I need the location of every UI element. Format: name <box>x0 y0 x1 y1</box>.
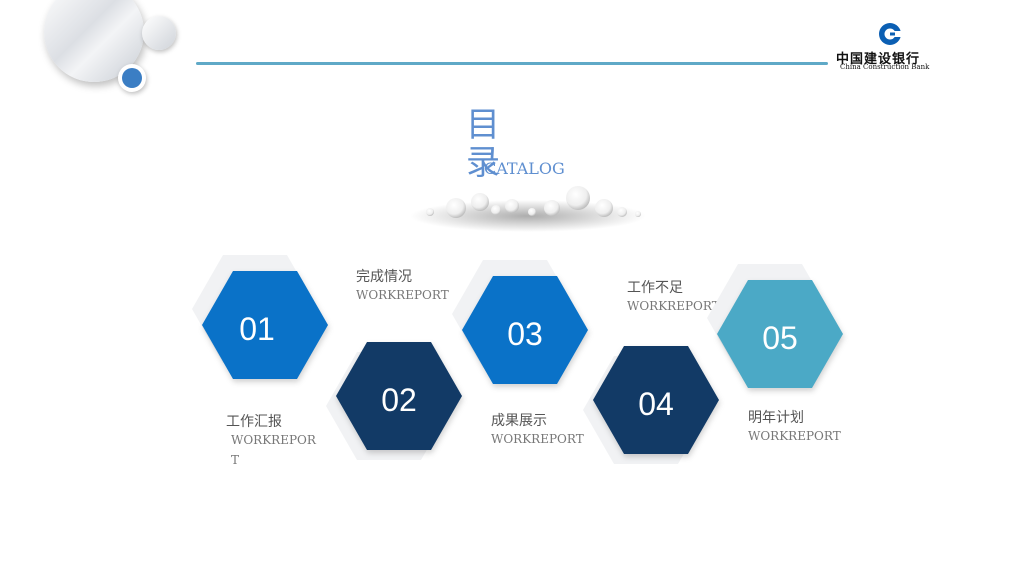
hexagon-item-01[interactable] <box>202 271 328 379</box>
item-label-cn: 完成情况 <box>356 269 412 285</box>
bubble-cloud-decoration <box>410 186 646 232</box>
item-label-cn: 成果展示 <box>491 413 547 429</box>
hexagon-item-03[interactable] <box>462 276 588 384</box>
page-title: 目录 <box>466 105 500 183</box>
item-label-cn: 工作不足 <box>627 280 683 296</box>
item-number: 03 <box>507 316 543 352</box>
item-number: 05 <box>762 320 798 356</box>
item-label-cn: 工作汇报 <box>226 414 282 430</box>
ccb-logo-icon <box>879 23 902 45</box>
hexagon-item-05[interactable] <box>717 280 843 388</box>
header-divider <box>196 62 828 65</box>
logo-text-cn: 中国建设银行 <box>836 52 921 67</box>
item-label-en: WORKREPOR <box>231 433 316 447</box>
hexagon-item-02[interactable] <box>336 342 462 450</box>
item-label-cn: 明年计划 <box>748 410 804 426</box>
page-subtitle: CATALOG <box>484 159 565 178</box>
logo-text-en: China Construction Bank <box>840 63 930 71</box>
hexagon-item-04[interactable] <box>593 346 719 454</box>
decorative-circle-small <box>142 16 176 50</box>
item-label-en-continued: T <box>231 453 240 467</box>
item-label-en: WORKREPORT <box>748 429 841 443</box>
item-label-en: WORKREPORT <box>356 288 449 302</box>
item-number: 04 <box>638 386 674 422</box>
bank-logo: 中国建设银行 China Construction Bank <box>836 22 944 74</box>
decorative-circle-blue <box>118 64 146 92</box>
item-number: 01 <box>239 311 275 347</box>
item-label-en: WORKREPORT <box>491 432 584 446</box>
item-number: 02 <box>381 382 417 418</box>
item-label-en: WORKREPORT <box>627 299 720 313</box>
